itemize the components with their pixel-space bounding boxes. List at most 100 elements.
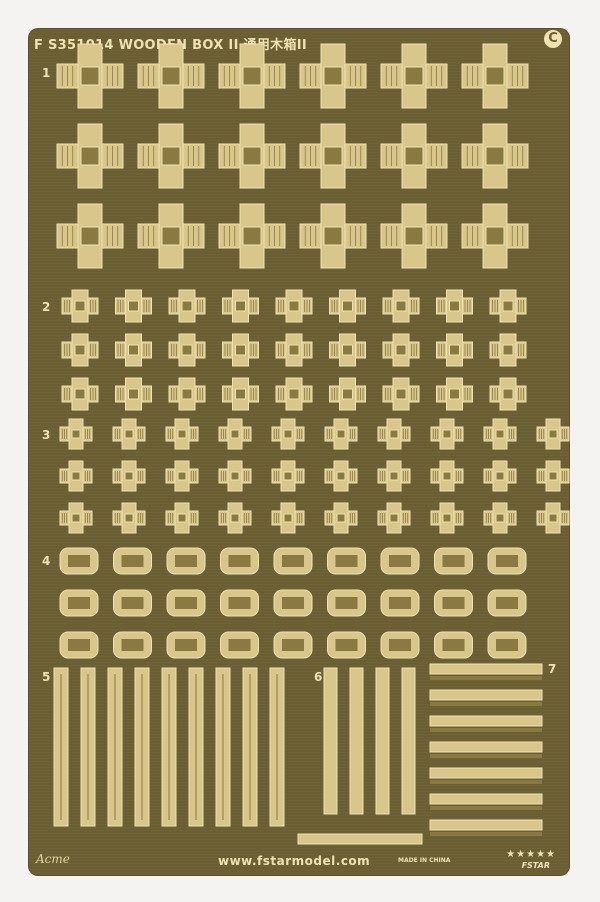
- photo-etch-fret: F S351014 WOODEN BOX II 通用木箱II C 1 2 3 4…: [28, 28, 570, 876]
- bar-part-shadow: [430, 754, 542, 758]
- crate-part-medium: [115, 377, 152, 411]
- crate-part-medium: [436, 333, 473, 367]
- crate-part-rounded-center: [496, 555, 518, 567]
- crate-part-small: [430, 460, 464, 492]
- crate-part-medium: [382, 289, 420, 323]
- crate-part-rounded-center: [282, 555, 304, 567]
- crate-part-medium: [436, 289, 473, 323]
- crate-part-small: [218, 502, 252, 534]
- strip-part: [323, 667, 338, 815]
- section-number-3: 3: [42, 428, 51, 442]
- crate-part-small: [536, 418, 570, 450]
- crate-part-small: [377, 502, 411, 534]
- crate-part-medium: [115, 289, 152, 323]
- section-number-5: 5: [42, 670, 51, 684]
- bar-part: [429, 689, 543, 701]
- crate-part-large: [461, 203, 529, 269]
- website-label: www.fstarmodel.com: [218, 854, 371, 868]
- crate-part-rounded-center: [282, 639, 304, 651]
- crate-part-small: [112, 418, 146, 450]
- strip-part: [375, 667, 390, 815]
- crate-part-small: [324, 418, 358, 450]
- crate-part-medium: [275, 377, 313, 411]
- crate-part-rounded-center: [496, 639, 518, 651]
- bar-part-shadow: [430, 806, 542, 810]
- crate-part-small: [536, 502, 570, 534]
- crate-part-rounded-center: [335, 639, 358, 651]
- crate-part-medium: [329, 289, 366, 323]
- section-number-2: 2: [42, 300, 51, 314]
- crate-part-rounded-center: [335, 597, 358, 609]
- crate-part-rounded-center: [121, 597, 144, 609]
- crate-part-medium: [489, 377, 527, 411]
- crate-part-rounded-center: [121, 639, 144, 651]
- crate-part-small: [430, 502, 464, 534]
- crate-part-large: [299, 43, 367, 109]
- crate-part-small: [112, 460, 146, 492]
- bar-part: [429, 741, 543, 753]
- crate-part-large: [56, 123, 124, 189]
- crate-part-small: [324, 502, 358, 534]
- crate-part-small: [165, 460, 199, 492]
- stars-icon: ★★★★★: [506, 849, 556, 860]
- crate-part-rounded-center: [121, 555, 144, 567]
- crate-part-large: [218, 43, 286, 109]
- crate-part-rounded-center: [228, 639, 251, 651]
- crate-part-medium: [222, 289, 259, 323]
- crate-part-medium: [382, 377, 420, 411]
- crate-part-rounded-center: [68, 639, 90, 651]
- crate-part-medium: [489, 289, 527, 323]
- crate-part-medium: [115, 333, 152, 367]
- crate-part-small: [324, 460, 358, 492]
- crate-part-rounded-center: [442, 597, 465, 609]
- crate-part-large: [56, 203, 124, 269]
- crate-part-small: [271, 502, 305, 534]
- crate-part-rounded-center: [442, 639, 465, 651]
- crate-part-medium: [329, 333, 366, 367]
- crate-part-medium: [436, 377, 473, 411]
- crate-part-small: [271, 418, 305, 450]
- crate-part-small: [165, 418, 199, 450]
- crate-part-medium: [61, 377, 99, 411]
- bar-part: [429, 663, 543, 675]
- crate-part-medium: [222, 333, 259, 367]
- crate-part-rounded-center: [175, 597, 197, 609]
- bar-part-shadow: [430, 832, 542, 836]
- crate-part-large: [137, 43, 205, 109]
- crate-part-small: [59, 418, 93, 450]
- crate-part-small: [112, 502, 146, 534]
- crate-part-medium: [168, 333, 206, 367]
- bar-part-shadow: [430, 780, 542, 784]
- crate-part-large: [137, 123, 205, 189]
- bar-part: [429, 793, 543, 805]
- crate-part-small: [483, 418, 517, 450]
- crate-part-small: [271, 460, 305, 492]
- copyright-icon: C: [544, 30, 562, 48]
- crate-part-rounded-center: [389, 597, 411, 609]
- strip-part: [349, 667, 364, 815]
- crate-part-rounded-center: [389, 639, 411, 651]
- crate-part-rounded-center: [175, 555, 197, 567]
- bar-part-shadow: [430, 702, 542, 706]
- crate-part-small: [377, 460, 411, 492]
- crate-part-small: [430, 418, 464, 450]
- crate-part-small: [218, 418, 252, 450]
- crate-part-large: [56, 43, 124, 109]
- brand-label: FSTAR: [521, 861, 550, 870]
- crate-part-large: [380, 43, 448, 109]
- crate-part-medium: [168, 377, 206, 411]
- bar-part: [429, 819, 543, 831]
- crate-part-rounded-center: [68, 555, 90, 567]
- crate-part-large: [461, 43, 529, 109]
- crate-part-large: [137, 203, 205, 269]
- maker-label: Acme: [36, 852, 70, 866]
- crate-part-medium: [489, 333, 527, 367]
- strip-part-horizontal: [297, 833, 423, 845]
- crate-part-rounded-center: [228, 555, 251, 567]
- crate-part-medium: [61, 333, 99, 367]
- crate-part-rounded-center: [282, 597, 304, 609]
- crate-part-large: [218, 203, 286, 269]
- crate-part-medium: [382, 333, 420, 367]
- crate-part-small: [377, 418, 411, 450]
- crate-part-large: [299, 123, 367, 189]
